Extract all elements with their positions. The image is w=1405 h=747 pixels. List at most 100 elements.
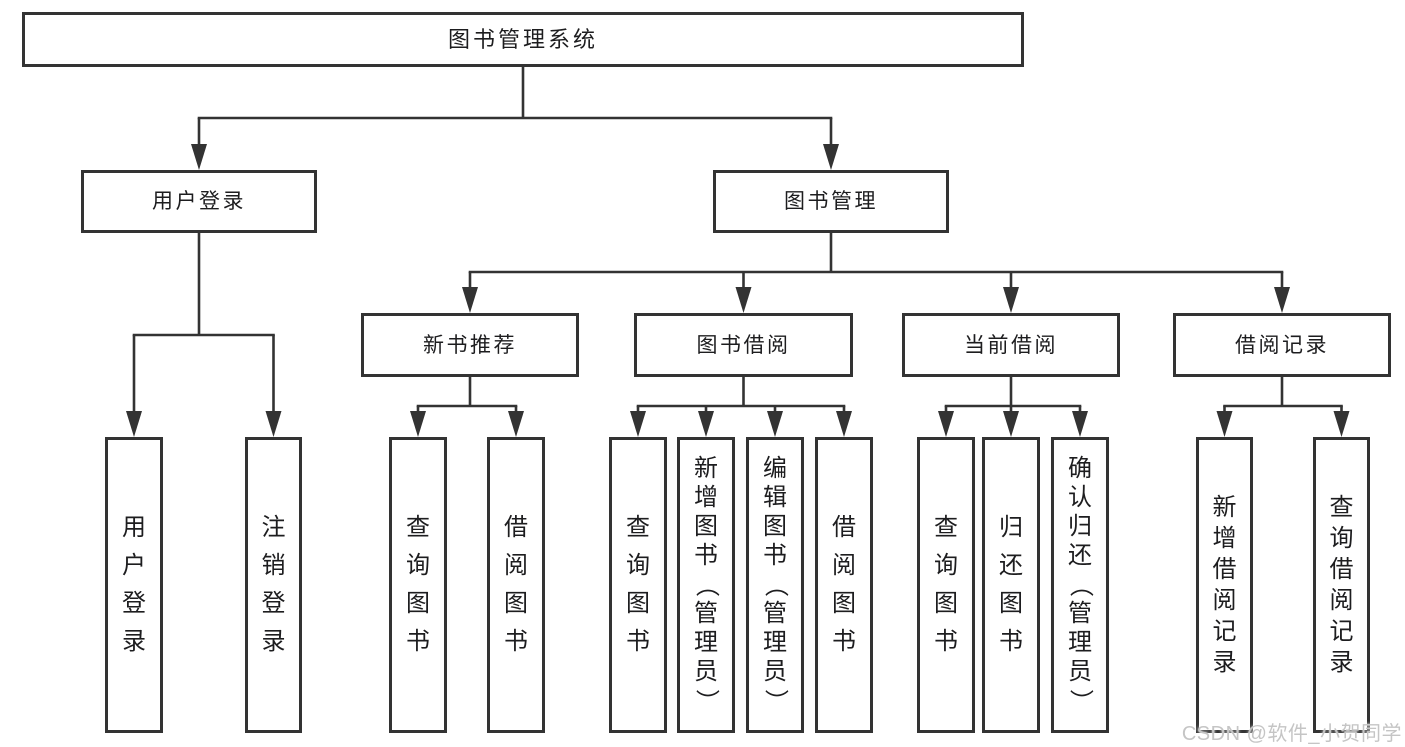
char: 用 — [122, 514, 146, 541]
node-leaf-confirm-return: 确认归还（管理员） — [1051, 437, 1109, 733]
char: 增 — [694, 484, 718, 511]
char: （ — [693, 573, 720, 597]
char: 户 — [122, 552, 146, 579]
node-label: 查询借阅记录 — [1330, 440, 1354, 730]
node-leaf-add-books: 新增图书（管理员） — [677, 437, 735, 733]
node-leaf-edit-books: 编辑图书（管理员） — [746, 437, 804, 733]
node-leaf-borrow-books-2: 借阅图书 — [815, 437, 873, 733]
char: 确 — [1068, 455, 1092, 482]
char: 图 — [406, 590, 430, 617]
char: 书 — [832, 628, 856, 655]
arrowhead-icon — [1274, 287, 1290, 313]
char: 归 — [1068, 513, 1092, 540]
node-label: 图书借阅 — [696, 333, 791, 357]
char: 书 — [694, 542, 718, 569]
char: 图 — [694, 513, 718, 540]
char: 阅 — [1329, 586, 1354, 614]
arrowhead-icon — [698, 411, 714, 437]
char: 查 — [1329, 493, 1354, 521]
char: 增 — [1212, 524, 1237, 552]
arrowhead-icon — [823, 144, 839, 170]
node-user-login: 用户登录 — [81, 170, 317, 233]
node-label: 查询图书 — [626, 440, 650, 730]
char: 新 — [694, 455, 718, 482]
char: （ — [762, 573, 789, 597]
node-label: 借阅图书 — [504, 440, 528, 730]
arrowhead-icon — [1216, 411, 1233, 437]
char: 询 — [1329, 524, 1354, 552]
char: 图 — [934, 590, 958, 617]
char: 管 — [763, 600, 787, 627]
char: 书 — [406, 628, 430, 655]
arrowhead-icon — [735, 287, 752, 313]
node-leaf-user-login: 用户登录 — [105, 437, 163, 733]
node-root: 图书管理系统 — [22, 12, 1024, 67]
char: 阅 — [832, 552, 856, 579]
char: 辑 — [763, 484, 787, 511]
char: 登 — [261, 590, 286, 617]
char: 理 — [763, 629, 787, 656]
node-label: 查询图书 — [406, 440, 430, 730]
char: 书 — [934, 628, 958, 655]
arrowhead-icon — [410, 411, 426, 437]
watermark: CSDN @软件_小贺同学 — [1181, 723, 1402, 745]
node-label: 归还图书 — [999, 440, 1023, 730]
node-label: 注销登录 — [262, 440, 286, 730]
char: 编 — [763, 455, 787, 482]
char: 查 — [406, 514, 430, 541]
node-label: 借阅记录 — [1235, 333, 1329, 357]
node-label: 借阅图书 — [832, 440, 856, 730]
char: 员 — [1068, 658, 1092, 685]
char: 借 — [1212, 555, 1237, 583]
node-leaf-return-books: 归还图书 — [982, 437, 1040, 733]
char: ） — [1067, 689, 1094, 713]
node-leaf-query-books-2: 查询图书 — [609, 437, 667, 733]
char: 登 — [122, 590, 146, 617]
char: ） — [693, 689, 720, 713]
char: 询 — [934, 552, 958, 579]
char: 归 — [999, 514, 1023, 541]
node-borrow-records: 借阅记录 — [1173, 313, 1391, 377]
char: 询 — [626, 552, 650, 579]
node-label: 当前借阅 — [964, 333, 1058, 357]
node-leaf-borrow-books-1: 借阅图书 — [487, 437, 545, 733]
node-label: 图书管理 — [784, 190, 878, 213]
char: 书 — [999, 628, 1023, 655]
char: 录 — [261, 628, 286, 655]
char: （ — [1067, 573, 1094, 597]
char: 图 — [504, 590, 528, 617]
char: 管 — [1068, 600, 1092, 627]
arrowhead-icon — [462, 287, 478, 313]
arrowhead-icon — [126, 411, 142, 437]
char: 员 — [694, 658, 718, 685]
char: 图 — [626, 590, 650, 617]
char: 还 — [999, 552, 1023, 579]
node-label: 用户登录 — [152, 190, 246, 213]
node-leaf-logout: 注销登录 — [245, 437, 302, 733]
node-new-book-rec: 新书推荐 — [361, 313, 579, 377]
char: 借 — [832, 514, 856, 541]
char: 管 — [694, 600, 718, 627]
node-label: 新书推荐 — [423, 333, 517, 357]
arrowhead-icon — [630, 411, 646, 437]
node-leaf-add-borrow-record: 新增借阅记录 — [1196, 437, 1253, 733]
node-label: 图书管理系统 — [447, 26, 598, 52]
char: 录 — [1329, 648, 1354, 676]
char: 书 — [626, 628, 650, 655]
node-label: 新增图书（管理员） — [693, 440, 720, 730]
char: 查 — [626, 514, 650, 541]
arrowhead-icon — [1003, 287, 1019, 313]
char: 书 — [763, 542, 787, 569]
char: 图 — [763, 513, 787, 540]
node-book-borrowing: 图书借阅 — [634, 313, 853, 377]
arrowhead-icon — [1003, 411, 1019, 437]
char: 理 — [1068, 629, 1092, 656]
arrowhead-icon — [767, 411, 783, 437]
node-label: 用户登录 — [122, 440, 146, 730]
char: 查 — [934, 514, 958, 541]
arrowhead-icon — [191, 144, 207, 170]
arrowhead-icon — [1072, 411, 1088, 437]
